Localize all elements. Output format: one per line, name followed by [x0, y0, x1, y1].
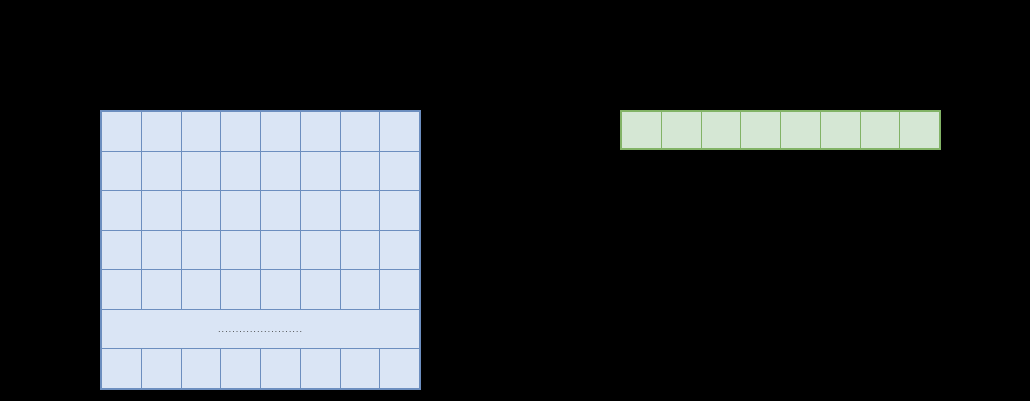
- matrix-cell: [221, 349, 260, 388]
- matrix-grid: ........................: [100, 110, 421, 390]
- matrix-cell: [181, 230, 221, 270]
- ellipsis-dots: ........................: [217, 325, 304, 335]
- matrix-cell: [141, 112, 181, 151]
- matrix-cell: [181, 151, 221, 191]
- matrix-cell: [261, 270, 300, 309]
- matrix-cell: [340, 112, 380, 151]
- matrix-cell: [141, 270, 181, 309]
- matrix-cell: [380, 151, 419, 191]
- matrix-cell: [261, 112, 300, 151]
- matrix-cell: [261, 349, 300, 388]
- matrix-cell: [181, 349, 221, 388]
- vector-cell: [781, 112, 820, 148]
- vector-row: [620, 110, 941, 150]
- matrix-cell: [380, 270, 419, 309]
- matrix-cell: [380, 112, 419, 151]
- matrix-cell: [102, 349, 141, 388]
- matrix-cell: [102, 151, 141, 191]
- matrix-cell: [221, 112, 260, 151]
- matrix-cell: [261, 230, 300, 270]
- vector-cell: [820, 112, 860, 148]
- matrix-cell: [261, 191, 300, 230]
- vector-cell: [701, 112, 741, 148]
- matrix-cell: [380, 230, 419, 270]
- matrix-cell: [340, 270, 380, 309]
- vector-cell: [900, 112, 939, 148]
- matrix-cell: [181, 270, 221, 309]
- matrix-cell: [261, 151, 300, 191]
- matrix-cell: [221, 230, 260, 270]
- vector-cell: [860, 112, 900, 148]
- matrix-cell: [141, 191, 181, 230]
- matrix-cell: [340, 191, 380, 230]
- matrix-cell: [181, 191, 221, 230]
- matrix-cell: [300, 349, 340, 388]
- matrix-cell: [380, 191, 419, 230]
- matrix-cell: [141, 151, 181, 191]
- matrix-cell: [102, 230, 141, 270]
- matrix-cell: [102, 112, 141, 151]
- vector-cell: [661, 112, 701, 148]
- matrix-cell: [102, 270, 141, 309]
- matrix-cell: [141, 230, 181, 270]
- matrix-cell: [141, 349, 181, 388]
- matrix-cell: [300, 230, 340, 270]
- matrix-cell: [181, 112, 221, 151]
- matrix-cell: [300, 112, 340, 151]
- vector-cell: [622, 112, 661, 148]
- matrix-cell: [300, 270, 340, 309]
- vector-cell: [741, 112, 780, 148]
- matrix-cell: [340, 230, 380, 270]
- matrix-cell: [340, 349, 380, 388]
- matrix-cell: [102, 191, 141, 230]
- matrix-cell: [221, 270, 260, 309]
- matrix-cell: [300, 191, 340, 230]
- matrix-cell: [380, 349, 419, 388]
- matrix-ellipsis-row: ........................: [102, 309, 419, 349]
- matrix-cell: [221, 191, 260, 230]
- matrix-cell: [340, 151, 380, 191]
- matrix-cell: [221, 151, 260, 191]
- matrix-cell: [300, 151, 340, 191]
